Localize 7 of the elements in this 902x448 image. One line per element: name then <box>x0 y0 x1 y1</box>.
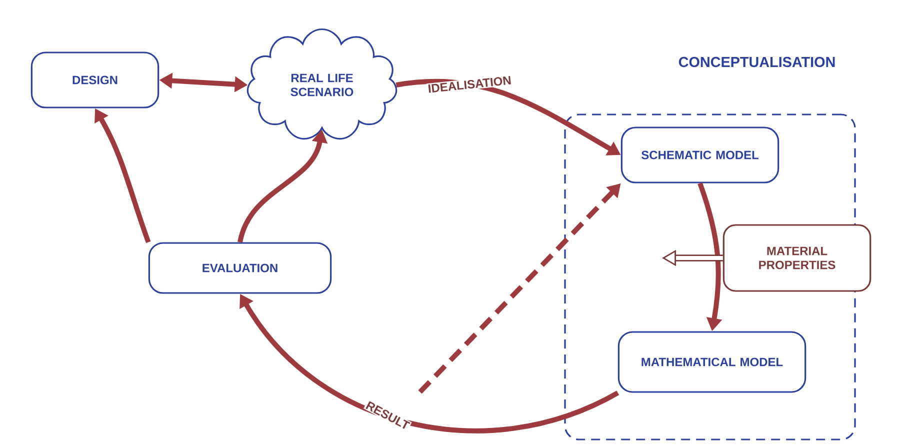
process-box: EVALUATION <box>148 242 332 294</box>
process-box: DESIGN <box>30 52 160 108</box>
group-heading: CONCEPTUALISATION <box>678 56 835 68</box>
edge-label: IDEALISATION <box>426 74 513 94</box>
process-box: SCHEMATIC MODEL <box>620 126 780 184</box>
note-box: MATERIAL PROPERTIES <box>722 224 872 292</box>
process-box: MATHEMATICAL MODEL <box>618 331 806 393</box>
